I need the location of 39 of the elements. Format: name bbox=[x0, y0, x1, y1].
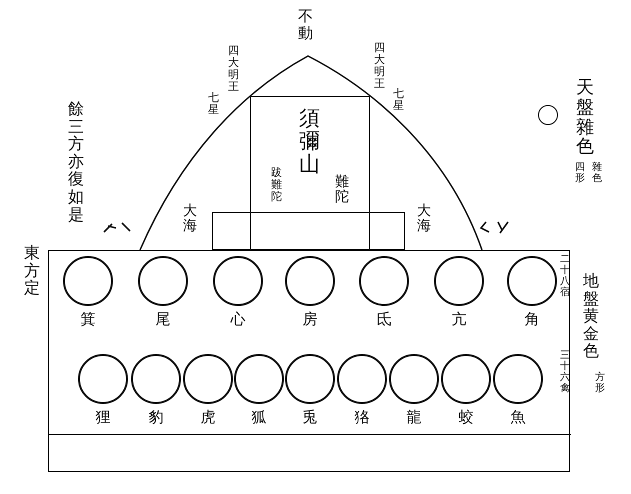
annotation-text: 東方定 bbox=[24, 244, 40, 297]
mansion-label: 角 bbox=[524, 312, 540, 327]
mansion-label: 亢 bbox=[450, 312, 468, 327]
mansion-label: 蛟 bbox=[458, 410, 474, 425]
annotation-text: 方形 bbox=[595, 372, 605, 394]
mansion-label: 虎 bbox=[200, 410, 216, 425]
mansion-label: 魚 bbox=[510, 410, 526, 425]
annotation-text: 大海 bbox=[417, 204, 431, 235]
annotation-text: 四大明王 bbox=[374, 42, 385, 90]
caption-text: 須彌山 bbox=[299, 107, 320, 176]
annotation-text: 雜色 bbox=[592, 162, 602, 184]
annotation-text: 四大明王 bbox=[228, 45, 239, 94]
annotation-text: 天盤雜色 bbox=[576, 78, 594, 158]
mountain-box bbox=[250, 96, 370, 250]
mansion-label: 房 bbox=[302, 312, 318, 327]
annotation-text: 三十六禽 bbox=[560, 350, 570, 394]
caption-text: 跋難陀 bbox=[271, 167, 282, 204]
caption-text: 難陀 bbox=[335, 175, 349, 206]
annotation-text: 餘三方亦復如是 bbox=[68, 100, 84, 224]
small-circle bbox=[538, 105, 558, 125]
annotation-text: 四形 bbox=[575, 162, 585, 184]
annotation-text: 地盤黄金色 bbox=[583, 272, 599, 360]
mansion-label: 狐 bbox=[250, 410, 268, 425]
annotation-text: 七星 bbox=[208, 92, 219, 116]
annotation-text: 七星 bbox=[393, 88, 404, 112]
mansion-label: 狸 bbox=[94, 410, 112, 425]
mansion-label: 豹 bbox=[148, 410, 164, 425]
mansion-label: 兎 bbox=[302, 410, 318, 425]
mansion-label: 氐 bbox=[376, 312, 392, 327]
mansion-label: 狢 bbox=[354, 410, 370, 425]
mansion-label: 箕 bbox=[80, 312, 96, 327]
base-plate bbox=[48, 250, 570, 472]
mansion-label: 龍 bbox=[406, 410, 422, 425]
caption-text: 不動 bbox=[298, 8, 313, 41]
mansion-label: 尾 bbox=[154, 312, 172, 327]
pedestal-box bbox=[212, 212, 405, 250]
annotation-text: 大海 bbox=[183, 204, 197, 235]
mansion-label: 心 bbox=[229, 312, 246, 327]
annotation-text: 二十八宿 bbox=[560, 254, 570, 298]
